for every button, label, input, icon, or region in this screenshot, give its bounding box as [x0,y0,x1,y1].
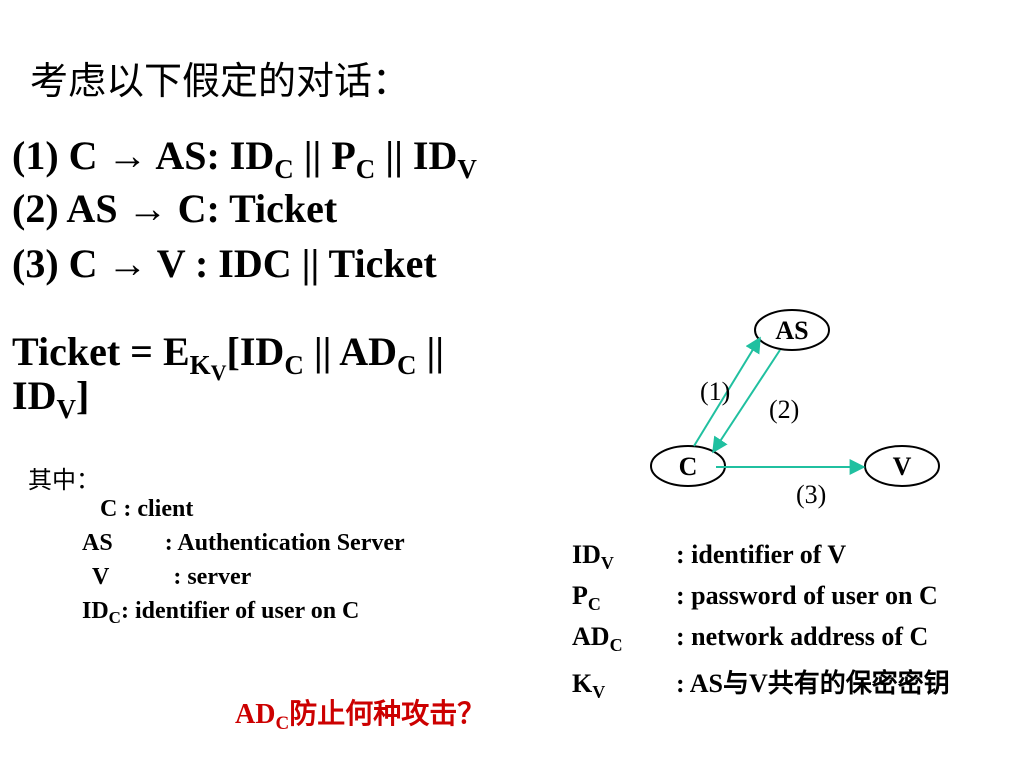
note-idc: IDC: identifier of user on C [82,598,360,627]
notes-heading: 其中： [28,466,100,494]
protocol-step-1: (1) C → AS: IDC || PC || IDV [12,133,477,184]
edge-1-arrow [693,336,761,447]
protocol-step-2: (2) AS → C: Ticket [12,186,338,231]
protocol-step-3: (3) C → V : IDC || Ticket [12,241,437,286]
note-as: AS: Authentication Server [82,530,405,556]
legend-kv: KV: AS与V共有的保密密钥 [572,669,950,700]
node-as-label: AS [775,316,808,345]
edge-1-label: (1) [700,377,730,406]
edge-2-label: (2) [769,395,799,424]
node-as [754,309,830,351]
ticket-definition: Ticket = EKV[IDC || ADC || IDV] [12,329,445,424]
arrow-icon: → [107,241,148,286]
node-v-label: V [893,452,912,481]
edge-2-arrow [712,349,781,454]
arrow-icon: → [107,133,148,178]
slide-title: 考虑以下假定的对话： [30,59,411,103]
edge-3-label: (3) [796,480,826,509]
note-v: V: server [92,564,252,590]
legend-pc: PC: password of user on C [572,581,938,614]
note-c: C : client [100,496,194,522]
question-text: ADC防止何种攻击？ [235,697,486,734]
legend-adc: ADC: network address of C [572,622,929,655]
node-c-label: C [679,452,698,481]
arrow-icon: → [127,186,168,231]
legend-idv: IDV: identifier of V [572,540,847,573]
